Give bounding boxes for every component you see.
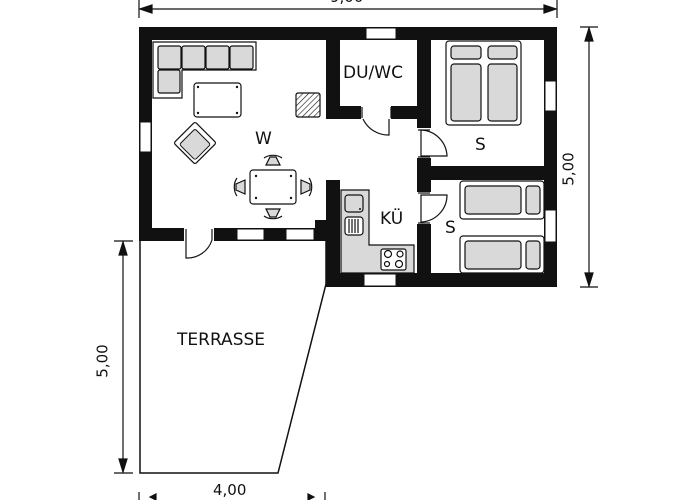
double-bed <box>445 40 522 126</box>
coffee-table <box>193 82 242 118</box>
room-label-living: W <box>255 129 272 149</box>
dimension-top <box>138 0 558 18</box>
dining-table <box>233 154 313 220</box>
doors <box>184 106 448 259</box>
windows <box>139 27 557 287</box>
kitchen-counter <box>340 189 415 274</box>
room-label-bathroom: DU/WC <box>343 63 403 83</box>
dimension-label-right: 5,00 <box>559 152 578 186</box>
dimension-label-terrace-height: 5,00 <box>93 344 112 378</box>
armchair <box>174 122 216 164</box>
terrace-outline <box>139 239 327 474</box>
single-bed-2 <box>459 235 545 274</box>
room-label-bedroom-1: S <box>475 135 486 155</box>
room-label-bedroom-2: S <box>445 218 456 238</box>
dimension-terrace-width <box>138 492 326 500</box>
single-bed-1 <box>459 180 545 220</box>
stove-icon <box>295 92 321 118</box>
dimension-label-top: 9,00 <box>330 0 363 6</box>
sofa <box>152 41 257 99</box>
dimension-label-terrace-width: 4,00 <box>213 481 247 499</box>
dimension-terrace-height <box>114 239 133 475</box>
room-label-kitchen: KÜ <box>380 209 404 229</box>
room-label-terrace: TERRASSE <box>177 330 266 350</box>
dimension-right <box>580 25 598 289</box>
